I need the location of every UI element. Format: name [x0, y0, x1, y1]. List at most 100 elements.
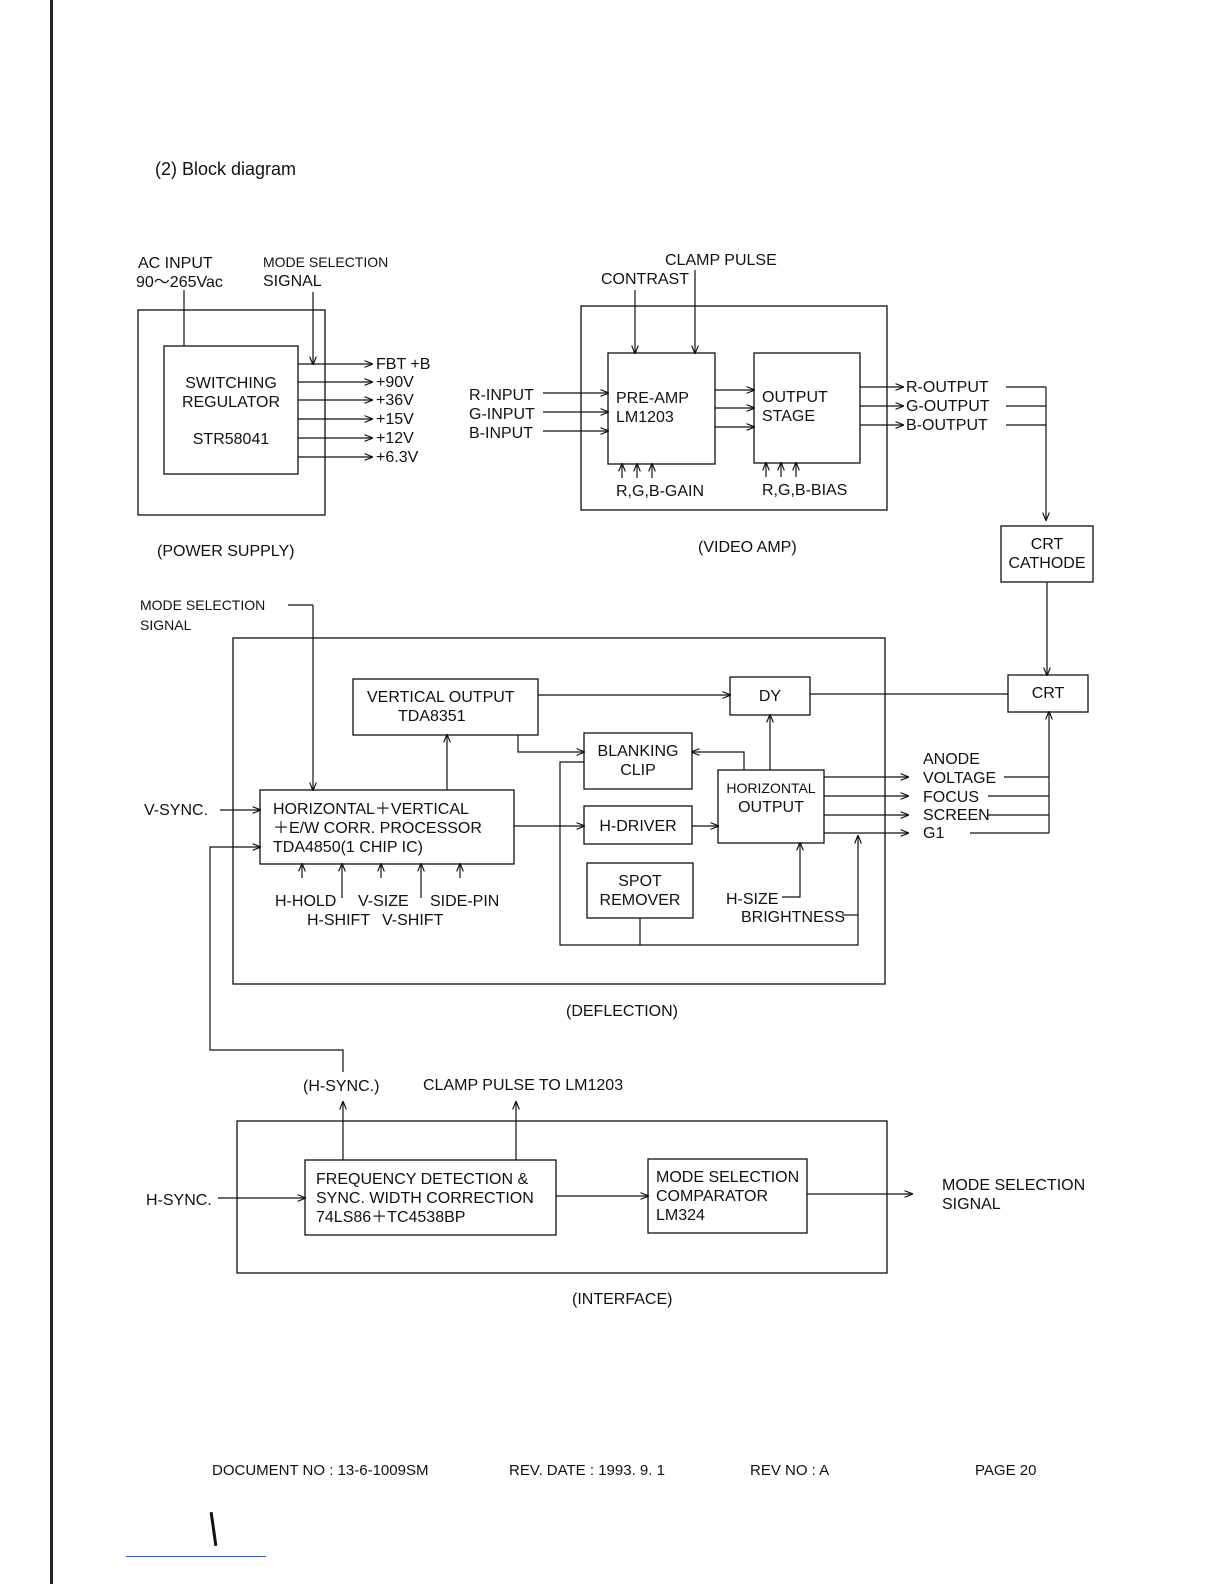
mode-signal-label-1: MODE SELECTION — [263, 254, 388, 270]
vertical-output-name: VERTICAL OUTPUT — [367, 689, 515, 706]
mode-signal-label-2: SIGNAL — [263, 273, 322, 290]
vertical-output-box — [352, 678, 539, 736]
brightness-label: BRIGHTNESS — [741, 909, 845, 926]
screen-label: SCREEN — [923, 807, 990, 824]
deflection-caption: (DEFLECTION) — [566, 1003, 678, 1020]
side-pin-label: SIDE-PIN — [430, 893, 499, 910]
interface-frame — [236, 1120, 888, 1274]
v-size-label: V-SIZE — [358, 893, 409, 910]
h-size-label: H-SIZE — [726, 891, 778, 908]
h-sync-out-label: (H-SYNC.) — [303, 1078, 379, 1095]
footer-page: PAGE 20 — [975, 1462, 1037, 1479]
output-label-15v: +15V — [376, 411, 414, 428]
preamp-part: LM1203 — [616, 409, 674, 426]
blue-underline — [126, 1556, 266, 1557]
processor-name-2: ＋E/W CORR. PROCESSOR — [273, 820, 482, 837]
h-driver-label: H-DRIVER — [599, 818, 676, 835]
h-sync-in-label: H-SYNC. — [146, 1192, 212, 1209]
r-input-label: R-INPUT — [469, 387, 534, 404]
contrast-label: CONTRAST — [601, 271, 689, 288]
spot-remover-box — [586, 862, 694, 919]
h-hold-label: H-HOLD — [275, 893, 336, 910]
blanking-label-1: BLANKING — [598, 743, 679, 760]
defl-mode-signal-2: SIGNAL — [140, 617, 192, 633]
voltage-label: VOLTAGE — [923, 770, 996, 787]
footer-document-no: DOCUMENT NO : 13-6-1009SM — [212, 1462, 429, 1479]
g1-label: G1 — [923, 825, 944, 842]
processor-part: TDA4850(1 CHIP IC) — [273, 839, 423, 856]
page-binding-edge — [50, 0, 53, 1584]
bias-label: R,G,B-BIAS — [762, 482, 847, 499]
output-stage-name-1: OUTPUT — [762, 389, 828, 406]
comparator-name-2: COMPARATOR — [656, 1188, 768, 1205]
power-supply-section: AC INPUT 90～265Vac MODE SELECTION SIGNAL… — [136, 254, 430, 560]
blanking-clip-box — [583, 732, 693, 790]
deflection-section: MODE SELECTION SIGNAL VERTICAL OUTPUT TD… — [140, 582, 1089, 1020]
preamp-name: PRE-AMP — [616, 390, 689, 407]
regulator-name-2: REGULATOR — [182, 394, 280, 411]
comparator-part: LM324 — [656, 1207, 705, 1224]
ac-input-label: AC INPUT — [138, 255, 213, 272]
output-stage-name-2: STAGE — [762, 408, 815, 425]
freq-detect-name-2: SYNC. WIDTH CORRECTION — [316, 1190, 534, 1207]
vertical-output-part: TDA8351 — [398, 708, 466, 725]
spot-remover-label-2: REMOVER — [600, 892, 681, 909]
clamp-pulse-label: CLAMP PULSE — [665, 252, 777, 269]
b-input-label: B-INPUT — [469, 425, 533, 442]
output-label-12v: +12V — [376, 430, 414, 447]
processor-box — [259, 789, 515, 865]
hout-to-blanking-arrow — [692, 752, 745, 770]
vert-to-blanking-arrow — [517, 735, 584, 752]
crt-cathode-label-2: CATHODE — [1008, 555, 1085, 572]
footer-rev-no: REV NO : A — [750, 1462, 830, 1479]
spot-remover-label-1: SPOT — [618, 873, 662, 890]
output-label-36v: +36V — [376, 392, 414, 409]
clamp-to-lm-label: CLAMP PULSE TO LM1203 — [423, 1077, 623, 1094]
h-size-arrow — [782, 843, 800, 898]
output-label-6v3: +6.3V — [376, 449, 419, 466]
r-output-label: R-OUTPUT — [906, 379, 989, 396]
page-title: (2) Block diagram — [155, 159, 296, 179]
output-label-90v: +90V — [376, 374, 414, 391]
dy-label: DY — [759, 688, 782, 705]
crt-cathode-label-1: CRT — [1031, 536, 1064, 553]
b-output-label: B-OUTPUT — [906, 417, 988, 434]
blanking-label-2: CLIP — [620, 762, 656, 779]
g-output-label: G-OUTPUT — [906, 398, 990, 415]
interface-mode-signal-1: MODE SELECTION — [942, 1177, 1085, 1194]
power-supply-frame — [137, 309, 326, 516]
processor-name-1: HORIZONTAL＋VERTICAL — [273, 801, 469, 818]
ac-input-voltage: 90～265Vac — [136, 274, 223, 291]
horizontal-output-name-2: OUTPUT — [738, 799, 804, 816]
video-amp-caption: (VIDEO AMP) — [698, 539, 797, 556]
interface-caption: (INTERFACE) — [572, 1291, 672, 1308]
comparator-name-1: MODE SELECTION — [656, 1169, 799, 1186]
output-label-fbt: FBT +B — [376, 356, 430, 373]
interface-section: (H-SYNC.) CLAMP PULSE TO LM1203 FREQUENC… — [146, 1077, 1085, 1308]
video-amp-section: CLAMP PULSE CONTRAST R-INPUT G-INPUT B-I… — [469, 252, 1094, 583]
blanking-feedback-loop — [559, 761, 858, 946]
switching-regulator-box — [163, 345, 299, 475]
focus-label: FOCUS — [923, 789, 979, 806]
regulator-name-1: SWITCHING — [185, 375, 277, 392]
regulator-part: STR58041 — [193, 431, 270, 448]
crt-label: CRT — [1032, 685, 1065, 702]
crt-cathode-box — [1000, 525, 1094, 583]
v-shift-label: V-SHIFT — [382, 912, 444, 929]
horizontal-output-box — [717, 769, 825, 844]
deflection-frame — [232, 637, 886, 985]
comparator-box — [647, 1158, 808, 1234]
power-supply-caption: (POWER SUPPLY) — [157, 543, 295, 560]
footer-rev-date: REV. DATE : 1993. 9. 1 — [509, 1462, 665, 1479]
defl-mode-signal-1: MODE SELECTION — [140, 597, 265, 613]
g-input-label: G-INPUT — [469, 406, 535, 423]
freq-detect-name-1: FREQUENCY DETECTION & — [316, 1171, 529, 1188]
horizontal-output-name: HORIZONTAL — [726, 780, 815, 796]
freq-detect-part: 74LS86＋TC4538BP — [316, 1209, 465, 1226]
interface-mode-signal-2: SIGNAL — [942, 1196, 1001, 1213]
h-shift-label: H-SHIFT — [307, 912, 370, 929]
anode-label: ANODE — [923, 751, 980, 768]
gain-label: R,G,B-GAIN — [616, 483, 704, 500]
v-sync-label: V-SYNC. — [144, 802, 208, 819]
